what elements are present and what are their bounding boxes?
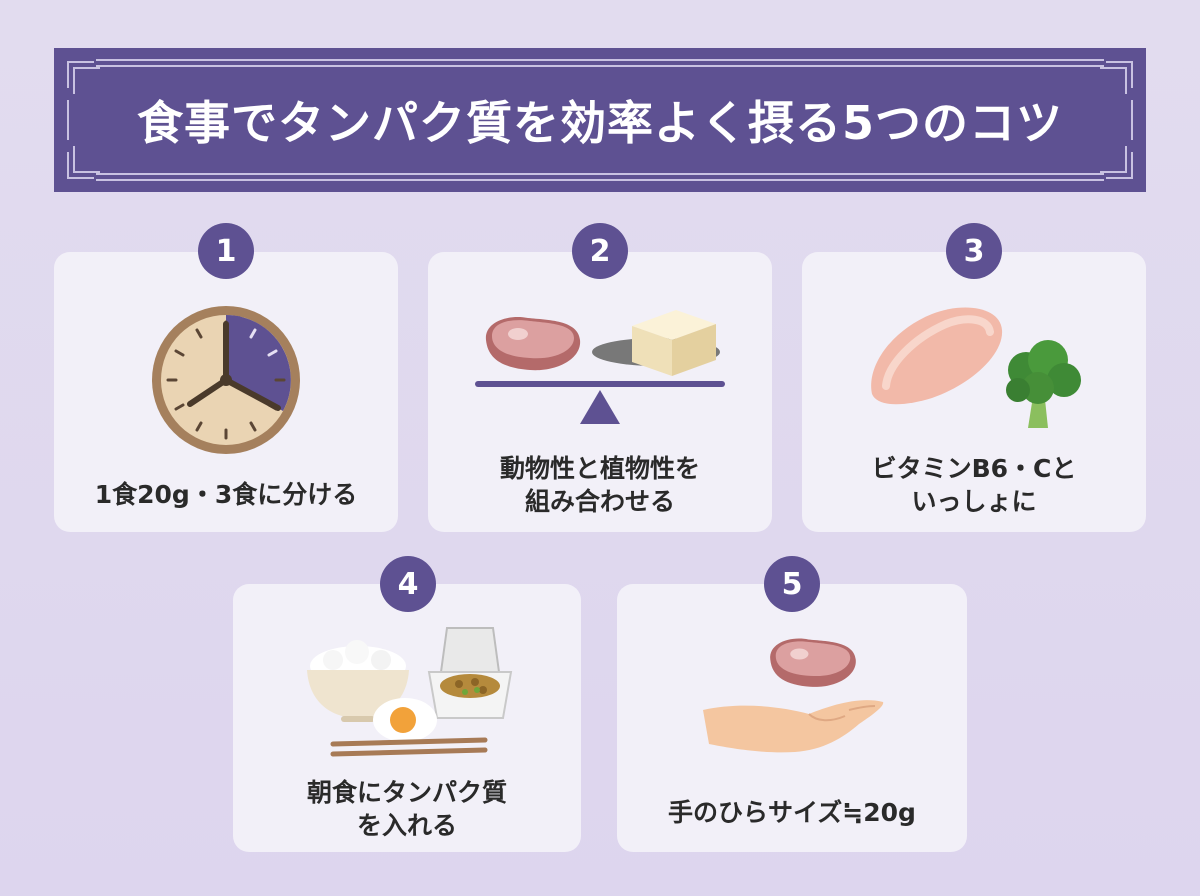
tip-3-text-line-2: いっしょに — [911, 487, 1037, 516]
tip-card-5: 手のひらサイズ≒20g — [617, 584, 967, 852]
banner-frame-decoration — [67, 59, 1133, 181]
broccoli-icon — [1006, 340, 1081, 428]
tip-4-text-line-1: 朝食にタンパク質 — [306, 778, 507, 807]
tip-card-4: 朝食にタンパク質 を入れる — [233, 584, 581, 852]
tofu-icon — [632, 310, 716, 376]
hand-icon — [703, 700, 884, 753]
tip-number-badge-5: 5 — [764, 556, 820, 612]
meat-icon — [770, 638, 856, 687]
tip-card-3: ビタミンB6・Cと いっしょに — [802, 252, 1146, 532]
tip-3-text-line-1: ビタミンB6・Cと — [871, 454, 1077, 483]
tip-1-text-line-1: 1食20g・3食に分ける — [94, 480, 358, 509]
tip-2-text-line-1: 動物性と植物性を — [499, 454, 700, 483]
tip-5-text-line-1: 手のひらサイズ≒20g — [668, 798, 916, 827]
meat-icon — [485, 316, 581, 371]
rice-bowl-icon — [307, 640, 409, 722]
tip-2-text-line-2: 組み合わせる — [524, 487, 675, 516]
chopsticks-icon — [330, 737, 488, 757]
tip-number-badge-2: 2 — [572, 223, 628, 279]
tip-number-badge-1: 1 — [198, 223, 254, 279]
tip-number-badge-3: 3 — [946, 223, 1002, 279]
tip-number-badge-4: 4 — [380, 556, 436, 612]
title-banner: 食事でタンパク質を効率よく摂る5つのコツ — [54, 48, 1146, 192]
tip-4-text-line-2: を入れる — [356, 811, 457, 840]
chicken-breast-icon — [871, 307, 1003, 405]
tip-card-2: 動物性と植物性を 組み合わせる — [428, 252, 772, 532]
clock-icon — [152, 306, 300, 454]
tip-card-1: 1食20g・3食に分ける — [54, 252, 398, 532]
fried-egg-icon — [373, 698, 437, 742]
page-title: 食事でタンパク質を効率よく摂る5つのコツ — [136, 96, 1063, 150]
natto-pack-icon — [427, 627, 513, 719]
